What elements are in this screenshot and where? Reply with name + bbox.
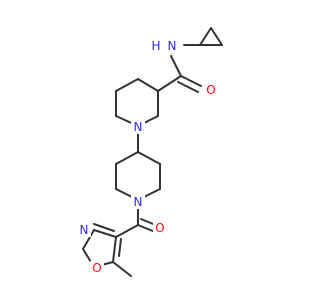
bond	[177, 81, 199, 93]
bond	[115, 224, 139, 238]
bond	[118, 238, 122, 257]
piperidine-2-nitrogen-label: N	[134, 195, 143, 209]
bond-layer	[82, 27, 223, 277]
bond	[210, 27, 223, 46]
amide-oxygen-label: O	[206, 83, 215, 97]
bond	[115, 78, 139, 92]
bond	[137, 151, 161, 165]
oxazole-oxygen-label: O	[92, 261, 101, 275]
piperidine-1-nitrogen: N	[131, 120, 145, 134]
oxazole-oxygen: O	[90, 261, 104, 275]
bond	[115, 151, 139, 165]
bond	[82, 229, 95, 250]
bond	[157, 75, 182, 92]
carbonyl-oxygen-label: O	[155, 221, 164, 235]
piperidine-1-nitrogen-label: N	[134, 120, 143, 134]
oxazole-nitrogen: N	[77, 223, 91, 237]
bond	[180, 75, 202, 87]
oxazole-nitrogen-label: N	[80, 223, 89, 237]
bond	[199, 27, 212, 46]
molecule-structure-diagram: N H O N N O N O	[77, 27, 223, 277]
amide-hydrogen-label: H	[151, 39, 160, 53]
carbonyl-oxygen: O	[153, 221, 167, 235]
bond	[93, 229, 117, 238]
piperidine-2-nitrogen: N	[131, 195, 145, 209]
bond	[137, 78, 159, 92]
bond	[112, 236, 117, 263]
bond	[93, 223, 115, 232]
bond	[170, 55, 182, 77]
amide-nitrogen-label: N	[168, 39, 177, 53]
atom-label-layer: N H O N N O N O	[77, 38, 218, 275]
amide-nitrogen: N H	[151, 38, 180, 53]
amide-oxygen: O	[204, 83, 218, 97]
bond	[112, 261, 132, 277]
